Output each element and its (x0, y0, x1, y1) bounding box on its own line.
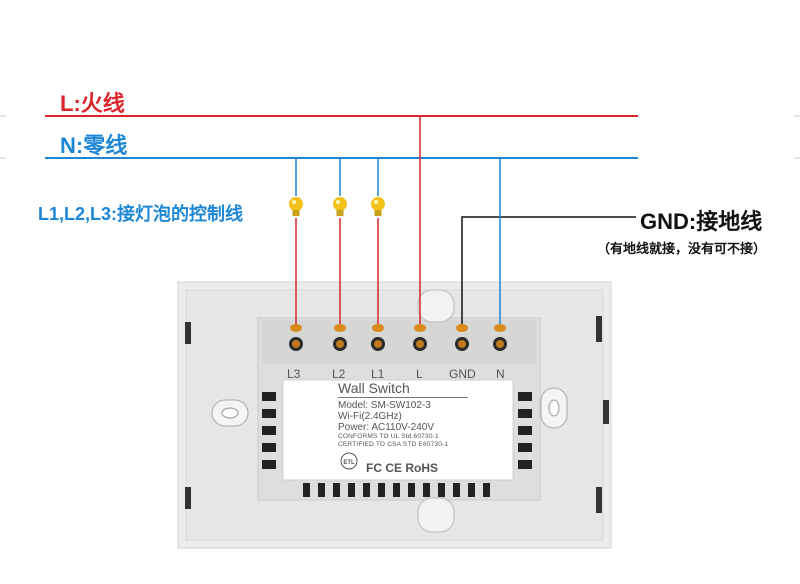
neutral-label: N:零线 (60, 133, 128, 158)
terminal-label-gnd: GND (449, 367, 476, 381)
live-label: L:火线 (60, 91, 125, 116)
ground-note: （有地线就接，没有可不接） (597, 241, 767, 256)
wire-ground (461, 216, 636, 326)
terminal-screws (289, 324, 507, 351)
device-ul-cert: CONFORMS TO UL Std.60730-1 (338, 433, 439, 440)
device-info: Wall Switch Model: SM-SW102-3 Wi-Fi(2.4G… (338, 380, 468, 449)
device-power: Power: AC110V-240V (338, 422, 434, 433)
svg-text:ETL: ETL (343, 460, 355, 466)
bulb-icon (371, 197, 385, 216)
device-csa-cert: CERTIFIED TO CSA STD E60730-1 (338, 441, 449, 448)
cert-marks: FC CE RoHS (366, 461, 438, 475)
ground-label: GND:接地线 (640, 209, 763, 234)
terminal-label-l1: L1 (371, 367, 385, 381)
terminal-label-l3: L3 (287, 367, 301, 381)
device-wifi: Wi-Fi(2.4GHz) (338, 411, 402, 422)
terminal-label-n: N (496, 367, 505, 381)
terminal-label-l2: L2 (332, 367, 346, 381)
device-name: Wall Switch (338, 380, 468, 398)
device-model: Model: SM-SW102-3 (338, 400, 431, 411)
bulb-icon (289, 197, 303, 216)
label-plate (282, 379, 514, 481)
etl-logo-icon: ETL (340, 452, 358, 470)
control-lines-label: L1,L2,L3:接灯泡的控制线 (38, 204, 244, 224)
bulb-icon (333, 197, 347, 216)
terminal-label-l: L (416, 367, 423, 381)
